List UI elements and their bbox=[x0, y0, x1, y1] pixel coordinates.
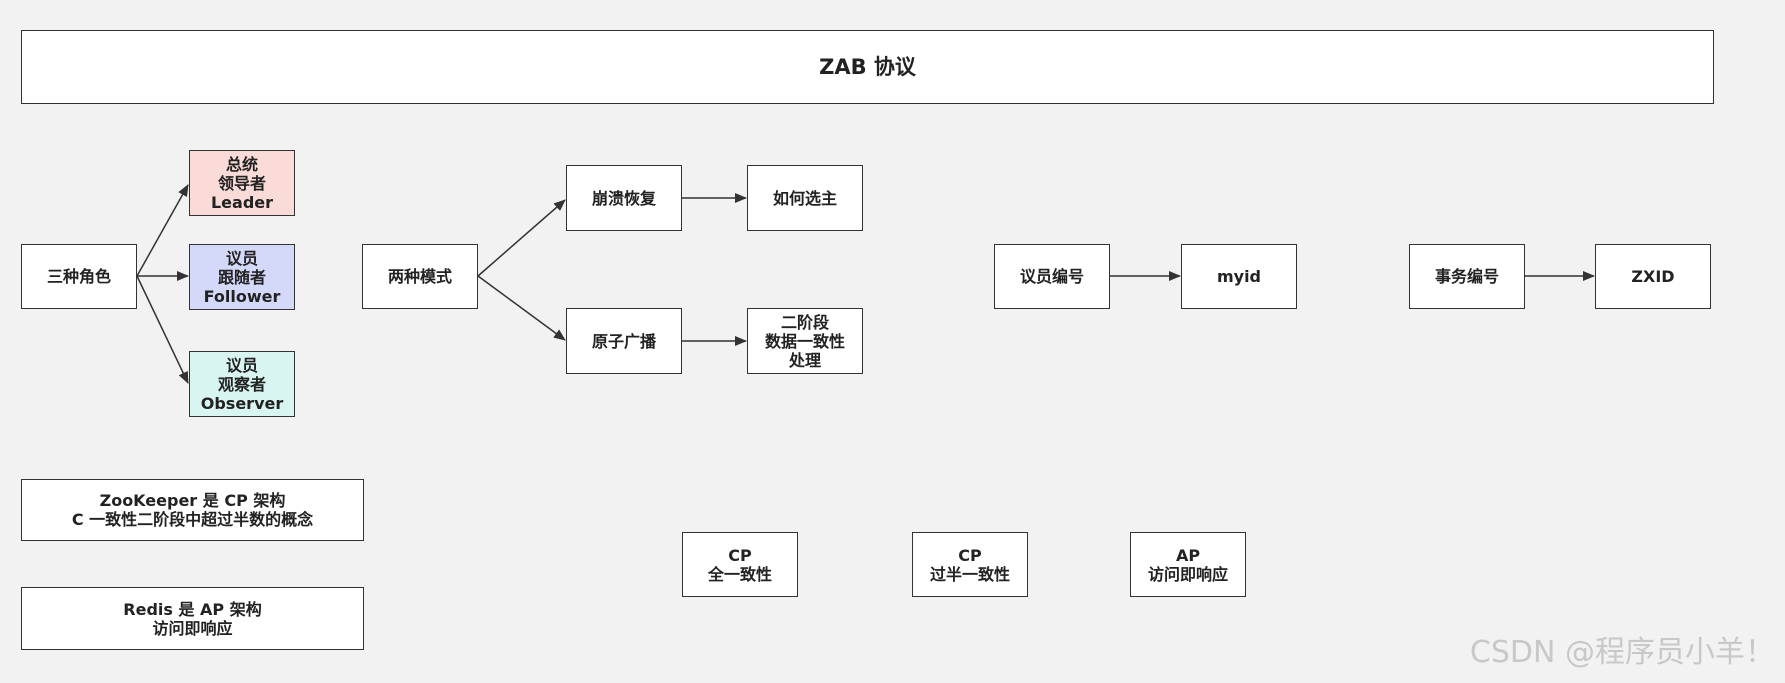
observer-line-2: 观察者 bbox=[217, 374, 266, 394]
transaction-id-label: 事务编号 bbox=[1434, 267, 1499, 286]
cp-full-line-2: 全一致性 bbox=[707, 564, 772, 584]
cp-full-consistency-box: CP 全一致性 bbox=[682, 532, 798, 597]
follower-box: 议员 跟随者 Follower bbox=[189, 244, 295, 310]
leader-line-1: 总统 bbox=[225, 154, 258, 174]
arrow-roles-to-leader bbox=[136, 184, 189, 277]
ap-line-2: 访问即响应 bbox=[1147, 564, 1228, 584]
crash-recovery-box: 崩溃恢复 bbox=[566, 165, 682, 231]
zookeeper-note-line-2: C 一致性二阶段中超过半数的概念 bbox=[71, 510, 314, 529]
cp-half-consistency-box: CP 过半一致性 bbox=[912, 532, 1028, 597]
title-text: ZAB 协议 bbox=[819, 54, 916, 79]
ap-line-1: AP bbox=[1175, 545, 1201, 565]
cp-half-line-2: 过半一致性 bbox=[929, 564, 1010, 584]
member-id-box: 议员编号 bbox=[994, 244, 1110, 309]
zxid-box: ZXID bbox=[1595, 244, 1711, 309]
election-box: 如何选主 bbox=[747, 165, 863, 231]
arrow-roles-to-observer bbox=[136, 275, 189, 384]
follower-line-3: Follower bbox=[203, 286, 281, 306]
title-box: ZAB 协议 bbox=[21, 30, 1714, 104]
modes-root-box: 两种模式 bbox=[362, 244, 478, 309]
two-phase-box: 二阶段 数据一致性 处理 bbox=[747, 308, 863, 374]
zxid-label: ZXID bbox=[1631, 267, 1675, 286]
cp-full-line-1: CP bbox=[728, 545, 752, 565]
crash-recovery-label: 崩溃恢复 bbox=[591, 188, 656, 208]
two-phase-line-3: 处理 bbox=[788, 350, 821, 370]
myid-label: myid bbox=[1216, 267, 1262, 286]
atomic-broadcast-label: 原子广播 bbox=[591, 331, 656, 351]
follower-line-1: 议员 bbox=[225, 248, 258, 268]
arrow-modes-to-crash-recovery bbox=[477, 199, 566, 277]
zookeeper-note-line-1: ZooKeeper 是 CP 架构 bbox=[99, 491, 286, 510]
zookeeper-note-box: ZooKeeper 是 CP 架构 C 一致性二阶段中超过半数的概念 bbox=[21, 479, 364, 541]
myid-box: myid bbox=[1181, 244, 1297, 309]
member-id-label: 议员编号 bbox=[1019, 267, 1084, 286]
atomic-broadcast-box: 原子广播 bbox=[566, 308, 682, 374]
follower-line-2: 跟随者 bbox=[217, 267, 266, 287]
modes-root-label: 两种模式 bbox=[387, 267, 452, 286]
redis-note-box: Redis 是 AP 架构 访问即响应 bbox=[21, 587, 364, 650]
two-phase-line-2: 数据一致性 bbox=[764, 331, 845, 351]
arrow-modes-to-atomic-broadcast bbox=[477, 275, 566, 341]
observer-line-3: Observer bbox=[200, 393, 284, 413]
redis-note-line-1: Redis 是 AP 架构 bbox=[123, 599, 262, 619]
two-phase-line-1: 二阶段 bbox=[780, 312, 829, 332]
transaction-id-box: 事务编号 bbox=[1409, 244, 1525, 309]
roles-root-box: 三种角色 bbox=[21, 244, 137, 309]
observer-line-1: 议员 bbox=[225, 355, 258, 375]
roles-root-label: 三种角色 bbox=[46, 267, 111, 286]
observer-box: 议员 观察者 Observer bbox=[189, 351, 295, 417]
leader-box: 总统 领导者 Leader bbox=[189, 150, 295, 216]
cp-half-line-1: CP bbox=[958, 545, 982, 565]
leader-line-3: Leader bbox=[210, 192, 274, 212]
election-label: 如何选主 bbox=[772, 188, 837, 208]
leader-line-2: 领导者 bbox=[217, 173, 266, 193]
watermark-text: CSDN @程序员小羊！ bbox=[1469, 635, 1775, 670]
redis-note-line-2: 访问即响应 bbox=[152, 618, 233, 638]
ap-box: AP 访问即响应 bbox=[1130, 532, 1246, 597]
